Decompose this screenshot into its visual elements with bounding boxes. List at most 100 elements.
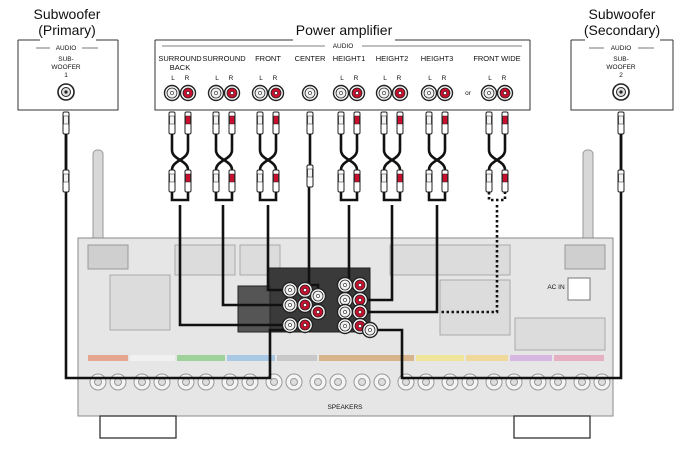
left-channel-marker: L [215, 75, 219, 82]
left-channel-marker: L [488, 75, 492, 82]
rca-plug-right-lower [272, 169, 280, 193]
channel-label: HEIGHT2 [376, 54, 409, 63]
surround-cable [221, 205, 290, 307]
rca-plugs [62, 111, 625, 339]
rca-plug-right [501, 111, 509, 135]
rca-plug-left-lower [380, 169, 388, 193]
channel-label-line2: BACK [170, 63, 190, 72]
left-channel-marker: L [428, 75, 432, 82]
subwoofer-primary-jack [57, 83, 75, 101]
rca-plug-right [396, 111, 404, 135]
amp-jack-left [163, 84, 181, 102]
rca-plug-left-lower [337, 169, 345, 193]
pre-out-jack [281, 316, 299, 334]
left-foot [99, 415, 177, 439]
channel-label: SURROUND [202, 54, 246, 63]
left-channel-marker: L [171, 75, 175, 82]
amp-jack-right [223, 84, 241, 102]
left-channel-marker: L [259, 75, 263, 82]
right-channel-marker: R [502, 75, 507, 82]
ac-in-label: AC IN [547, 284, 565, 291]
channel-label: HEIGHT1 [333, 54, 366, 63]
rca-plug-right-lower [228, 169, 236, 193]
right-channel-marker: R [354, 75, 359, 82]
rca-plug-left [256, 111, 264, 135]
rca-plug-left [168, 111, 176, 135]
subwoofer-secondary-terminal-label: SUB- [613, 56, 629, 63]
rca-plug-center-lower [306, 164, 314, 188]
pre-out-jack [336, 303, 354, 321]
rca-plug-right [184, 111, 192, 135]
channel-label: FRONT WIDE [473, 54, 520, 63]
subwoofer-secondary-title: Subwoofer [589, 6, 656, 22]
front-wide-cable [440, 205, 499, 314]
left-antenna [92, 149, 104, 246]
subwoofer-secondary-jack [612, 83, 630, 101]
amp-jack-left [480, 84, 498, 102]
rca-plug-left-lower [256, 169, 264, 193]
antenna-terminal-right [564, 244, 606, 270]
surround-back-cable [178, 205, 290, 327]
pre-out-jack [351, 317, 369, 335]
amp-jack-right [391, 84, 409, 102]
amp-jack-left [251, 84, 269, 102]
rca-plug-right [272, 111, 280, 135]
rca-plug-left [212, 111, 220, 135]
rca-plug-right [441, 111, 449, 135]
right-channel-marker: R [185, 75, 190, 82]
subwoofer-primary-terminal-label: SUB- [58, 56, 74, 63]
pre-out-jack [351, 276, 369, 294]
rca-plug-right-lower [184, 169, 192, 193]
rca-plug-right-lower [501, 169, 509, 193]
amp-jack-right [267, 84, 285, 102]
channel-label: FRONT [255, 54, 281, 63]
pre-out-jack [309, 287, 327, 305]
right-channel-marker: R [229, 75, 234, 82]
height3-cable [350, 205, 439, 314]
right-antenna [582, 149, 594, 246]
rca-plug-left [425, 111, 433, 135]
subwoofer-secondary-terminal-number: 2 [619, 72, 623, 79]
amp-jack-mono [301, 84, 319, 102]
rca-plug-left [380, 111, 388, 135]
pre-out-jack [361, 321, 379, 339]
subwoofer-primary-terminal-label-2: WOOFER [51, 64, 81, 71]
subwoofer2-cable [370, 120, 623, 380]
rca-plug-subwoofer1 [62, 111, 70, 135]
rca-plug-right [228, 111, 236, 135]
pre-out-jack [281, 281, 299, 299]
channel-label: HEIGHT3 [421, 54, 454, 63]
subwoofer-secondary-box [570, 40, 674, 111]
or-label: or [465, 90, 472, 97]
pre-out-jack [309, 303, 327, 321]
power-amplifier-title: Power amplifier [296, 22, 393, 38]
subwoofer1-cable [64, 120, 290, 380]
subwoofer-primary-box [17, 40, 119, 111]
right-channel-marker: R [442, 75, 447, 82]
right-channel-marker: R [273, 75, 278, 82]
rca-plug-left-lower [168, 169, 176, 193]
amp-jack-left [207, 84, 225, 102]
pre-out-jack [296, 316, 314, 334]
rca-plug-subwoofer2 [617, 111, 625, 135]
right-foot [513, 415, 591, 439]
pre-out-jack [281, 296, 299, 314]
amp-jack-left [332, 84, 350, 102]
speakers-label: SPEAKERS [327, 404, 363, 411]
rca-plug-right [353, 111, 361, 135]
rca-plug-center [306, 111, 314, 135]
subwoofer-primary-subtitle: (Primary) [38, 22, 96, 38]
rca-plug-subwoofer1-lower [62, 169, 70, 193]
right-channel-marker: R [397, 75, 402, 82]
pre-out-jack [296, 296, 314, 314]
power-amplifier-audio-label: AUDIO [333, 43, 354, 50]
rca-plug-left [337, 111, 345, 135]
pre-out-jacks [281, 276, 379, 339]
subwoofer-secondary-terminal-label-2: WOOFER [606, 64, 636, 71]
subwoofer-primary-title: Subwoofer [34, 6, 101, 22]
rca-plug-left-lower [485, 169, 493, 193]
rca-plug-left [485, 111, 493, 135]
amp-jack-right [348, 84, 366, 102]
